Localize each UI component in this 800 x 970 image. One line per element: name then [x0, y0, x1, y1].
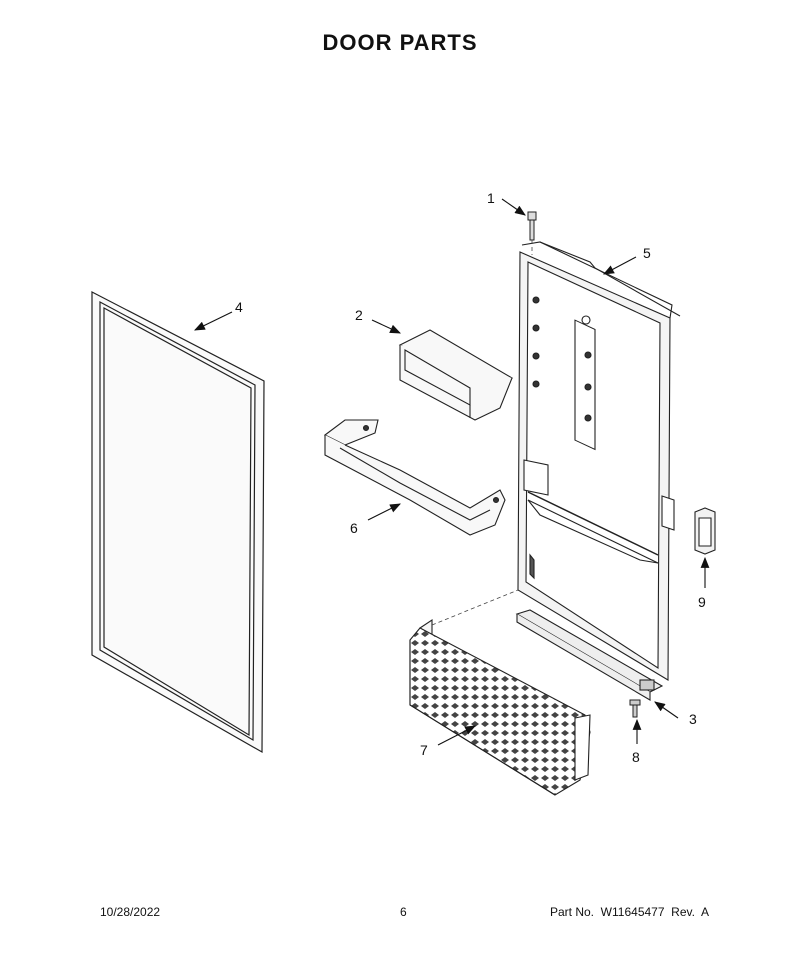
callout-6: 6	[350, 520, 358, 536]
door-gasket	[91, 291, 265, 754]
screw	[629, 699, 641, 718]
door-handle-cover	[694, 507, 716, 555]
callout-2: 2	[355, 307, 363, 323]
callout-8: 8	[632, 749, 640, 765]
callout-1: 1	[487, 190, 495, 206]
bottom-trim	[515, 609, 664, 701]
door-liner	[517, 241, 681, 681]
footer-part-number: Part No. W11645477 Rev. A	[550, 905, 709, 919]
hinge-pin	[527, 211, 537, 241]
callout-4: 4	[235, 299, 243, 315]
footer-date: 10/28/2022	[100, 905, 161, 919]
leader-lines	[194, 198, 710, 746]
footer-page-number: 6	[400, 905, 407, 919]
callout-3: 3	[689, 711, 697, 727]
page-title: DOOR PARTS	[322, 30, 478, 55]
dairy-bin	[398, 329, 514, 421]
callout-9: 9	[698, 594, 706, 610]
callout-5: 5	[643, 245, 651, 261]
door-shelf	[323, 419, 506, 536]
callout-7: 7	[420, 742, 428, 758]
crisper-grille	[409, 618, 591, 796]
assembly-guide-lines	[431, 240, 533, 626]
